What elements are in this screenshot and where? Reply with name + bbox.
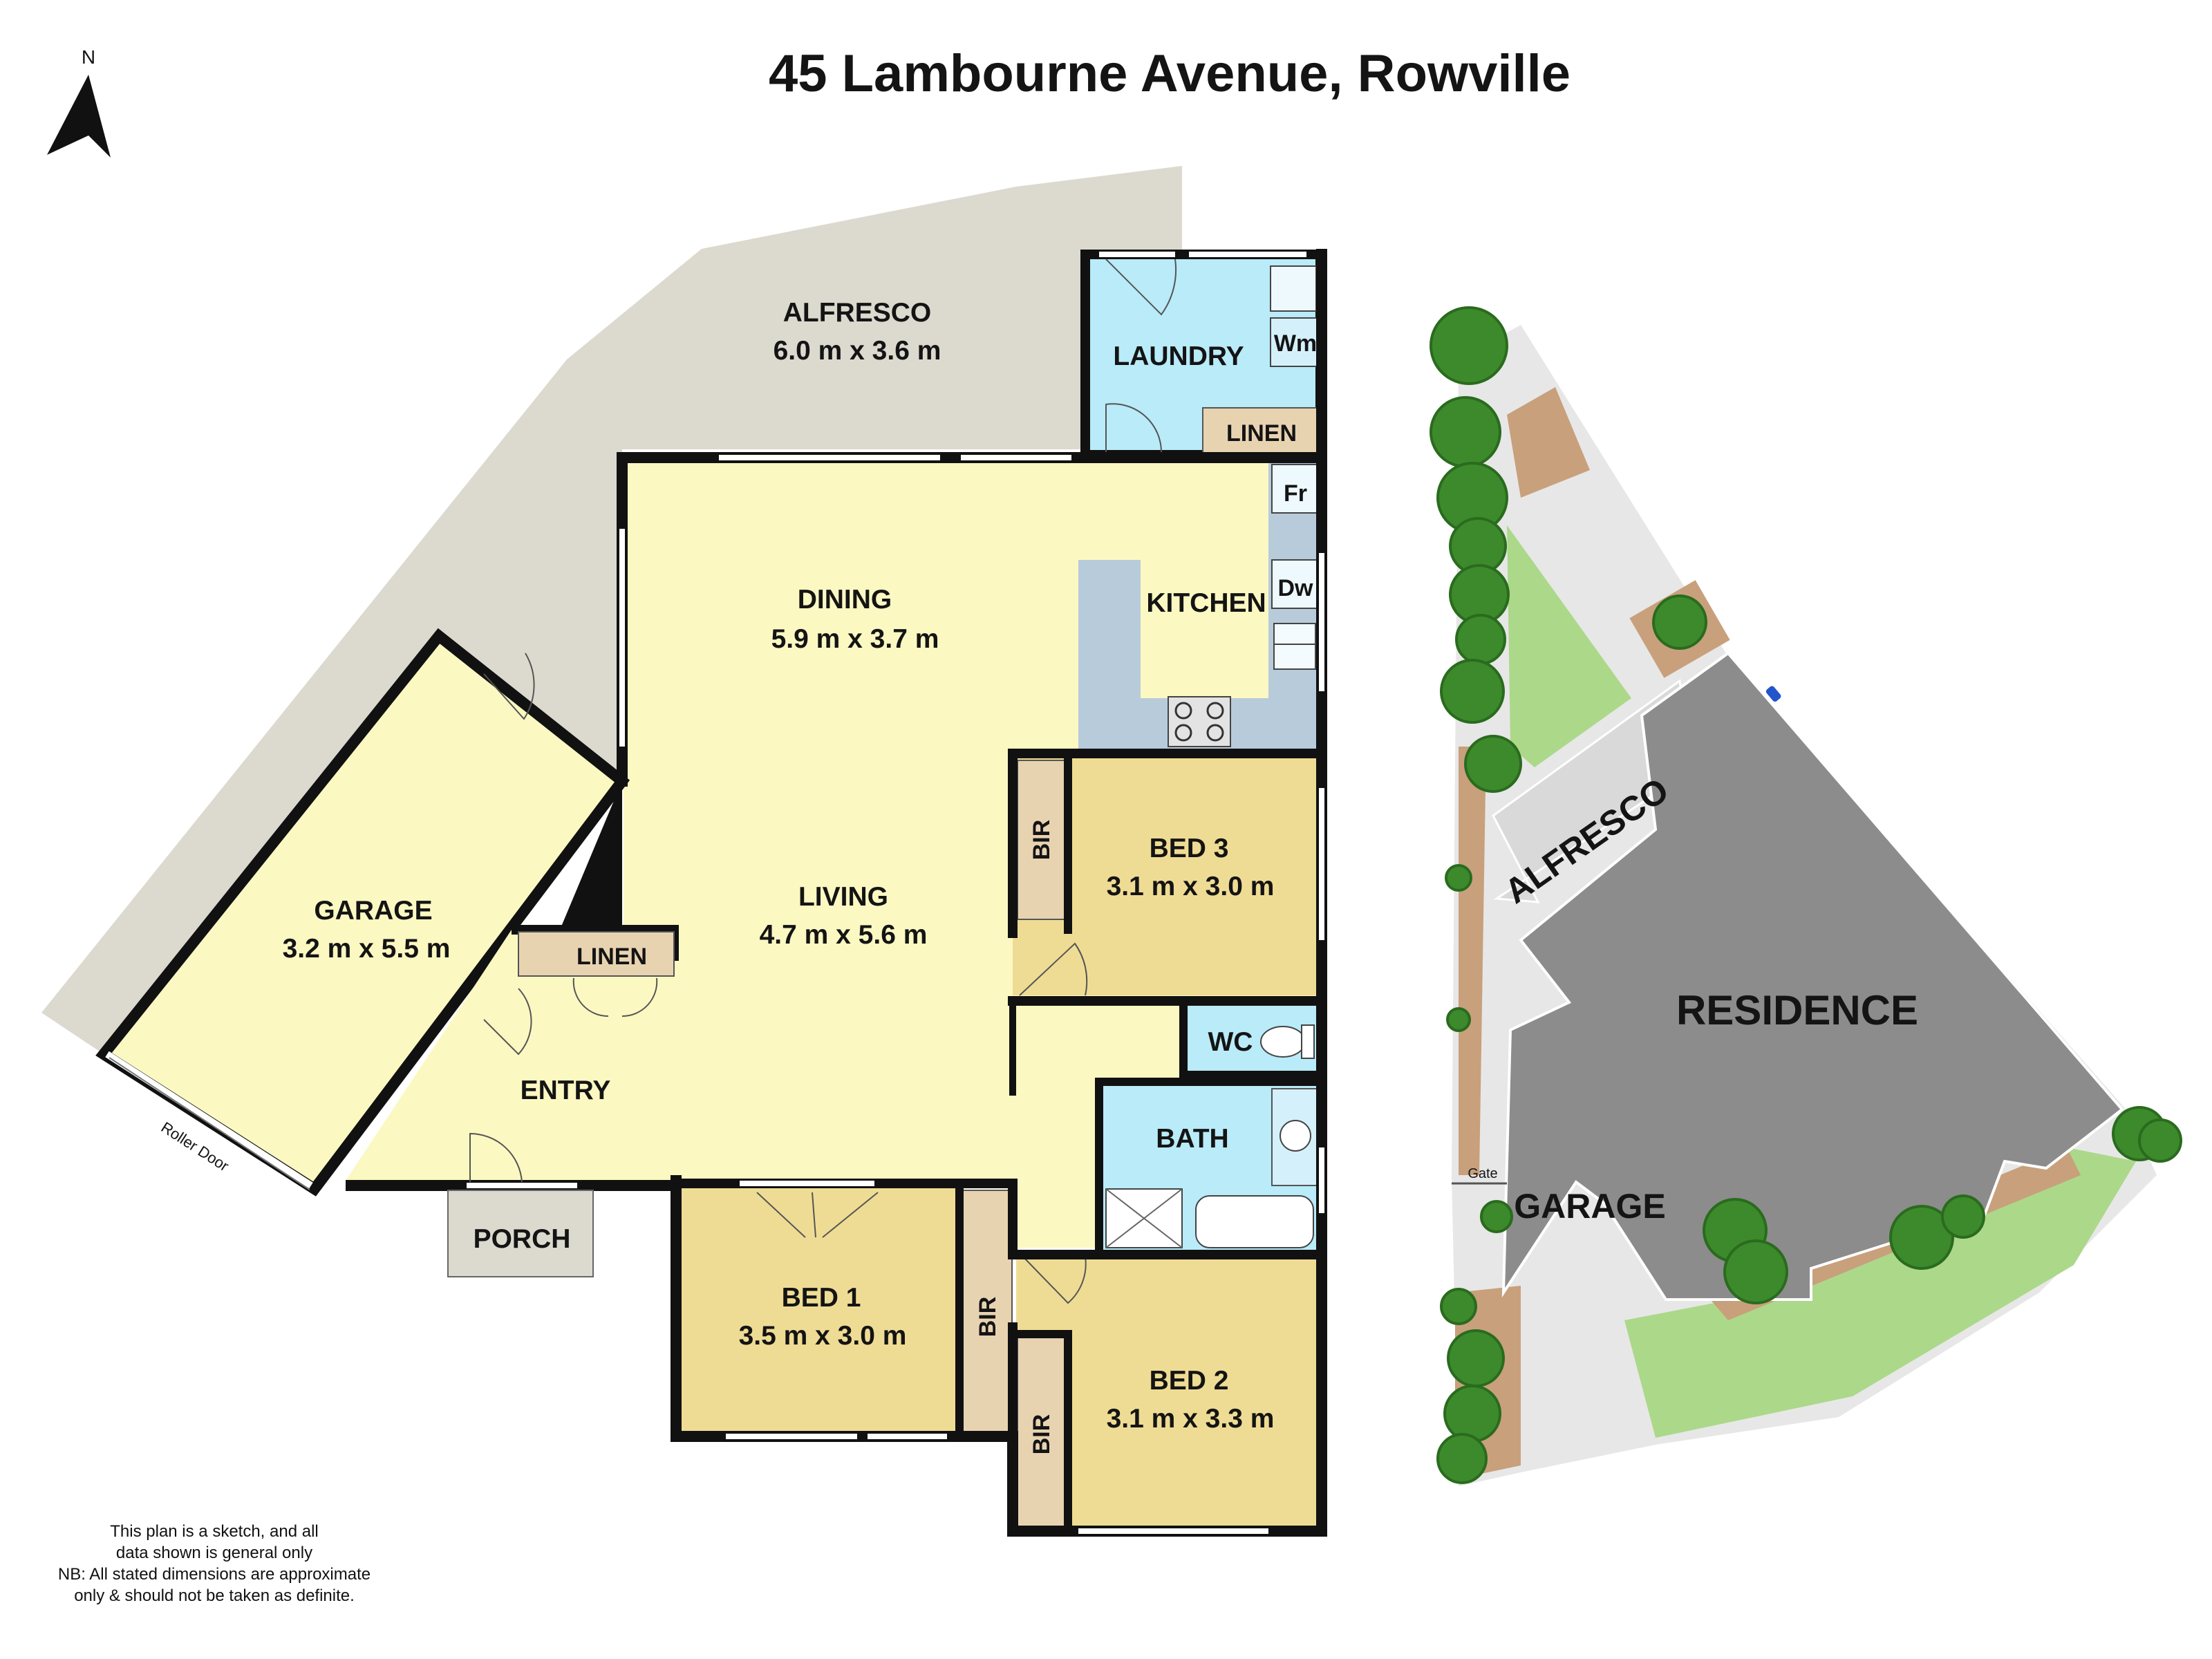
shower-icon <box>1105 1188 1183 1248</box>
cooktop-icon <box>1168 696 1231 747</box>
dishwasher-space <box>1271 559 1320 609</box>
entry-label: ENTRY <box>521 1076 611 1105</box>
bed2-label: BED 2 <box>1150 1366 1229 1396</box>
hallway <box>1016 1006 1103 1248</box>
garage-dim: 3.2 m x 5.5 m <box>283 934 451 964</box>
porch-label: PORCH <box>474 1224 571 1254</box>
laundry-tub-icon <box>1270 265 1317 312</box>
plan-title: 45 Lambourne Avenue, Rowville <box>769 44 1571 103</box>
north-label: N <box>82 46 95 68</box>
bed3-label: BED 3 <box>1150 834 1229 863</box>
bed1-wardrobe-doors <box>756 1192 879 1238</box>
trees <box>1430 306 2182 1484</box>
bed2-door-swing <box>1022 1256 1087 1304</box>
dining-label: DINING <box>798 585 892 615</box>
living-dim: 4.7 m x 5.6 m <box>760 920 928 950</box>
gate-label: Gate <box>1468 1166 1497 1181</box>
garage-label: GARAGE <box>314 896 432 926</box>
garden-bed-north <box>1507 387 1590 498</box>
disclaimer: This plan is a sketch, and all data show… <box>41 1521 387 1606</box>
entry-hall <box>346 930 674 1181</box>
kitchen-sink-icon <box>1273 623 1316 670</box>
living-label: LIVING <box>798 882 888 912</box>
bed2-bir-label: BIR <box>1029 1414 1055 1455</box>
laundry-linen-label: LINEN <box>1226 420 1297 447</box>
wall-wedge <box>560 781 622 930</box>
entry-linen-door-swing <box>572 977 658 1018</box>
bed3-door-swing <box>1019 942 1088 996</box>
entry-door-swing <box>469 1132 523 1183</box>
fridge-space <box>1271 464 1320 514</box>
toilet-icon <box>1260 1024 1315 1059</box>
laundry-linen <box>1202 407 1321 453</box>
residence-label: RESIDENCE <box>1676 987 1918 1033</box>
bed1-bir-label: BIR <box>975 1297 1001 1338</box>
bed3-dim: 3.1 m x 3.0 m <box>1107 872 1275 901</box>
dining-dim: 5.9 m x 3.7 m <box>771 624 939 654</box>
laundry-label: LAUNDRY <box>1113 341 1244 371</box>
windows <box>467 252 1324 1534</box>
residence <box>1501 651 2124 1301</box>
laundry-inner-door-swing <box>1105 403 1163 453</box>
entry-linen-label: LINEN <box>577 944 647 970</box>
basin-icon <box>1280 1120 1311 1152</box>
garden-bed-west <box>1459 747 1486 1175</box>
garage-side-door-swing <box>483 653 535 720</box>
disclaimer-line-1: This plan is a sketch, and all <box>110 1522 319 1541</box>
dw-label: Dw <box>1278 575 1314 601</box>
wc-label: WC <box>1208 1027 1253 1057</box>
north-arrow-icon: N <box>47 46 111 158</box>
porch <box>447 1190 594 1277</box>
roller-door <box>105 1051 313 1189</box>
kitchen-bench <box>1078 456 1320 750</box>
lawn-south <box>1624 1147 2136 1438</box>
garage-room <box>95 628 630 1197</box>
bath-label: BATH <box>1156 1124 1228 1154</box>
kitchen-label: KITCHEN <box>1146 588 1266 618</box>
bathtub-icon <box>1195 1195 1314 1248</box>
bed3-bir-label: BIR <box>1029 820 1055 861</box>
alfresco-label: ALFRESCO <box>783 298 932 328</box>
bed1-label: BED 1 <box>782 1283 861 1313</box>
bed1-room <box>681 1188 957 1436</box>
disclaimer-line-4: only & should not be taken as definite. <box>74 1586 355 1605</box>
bed1-dim: 3.5 m x 3.0 m <box>739 1321 907 1351</box>
lawn-north <box>1507 525 1631 767</box>
alfresco-paving <box>41 166 1182 1054</box>
entry-linen <box>518 931 675 977</box>
bed1-bir <box>962 1190 1013 1436</box>
disclaimer-line-3: NB: All stated dimensions are approximat… <box>57 1565 371 1584</box>
garage-internal-door-swing <box>483 988 532 1056</box>
fr-label: Fr <box>1284 480 1307 507</box>
site-garage-label: GARAGE <box>1514 1187 1665 1226</box>
car-icon <box>1765 686 1781 702</box>
disclaimer-line-2: data shown is general only <box>115 1544 313 1562</box>
wm-label: Wm <box>1274 330 1317 357</box>
laundry-door-swing <box>1105 259 1177 316</box>
site-plan: RESIDENCE ALFRESCO GARAGE Gate <box>1430 306 2182 1486</box>
bed2-dim: 3.1 m x 3.3 m <box>1107 1404 1275 1434</box>
alfresco-dim: 6.0 m x 3.6 m <box>774 336 941 366</box>
